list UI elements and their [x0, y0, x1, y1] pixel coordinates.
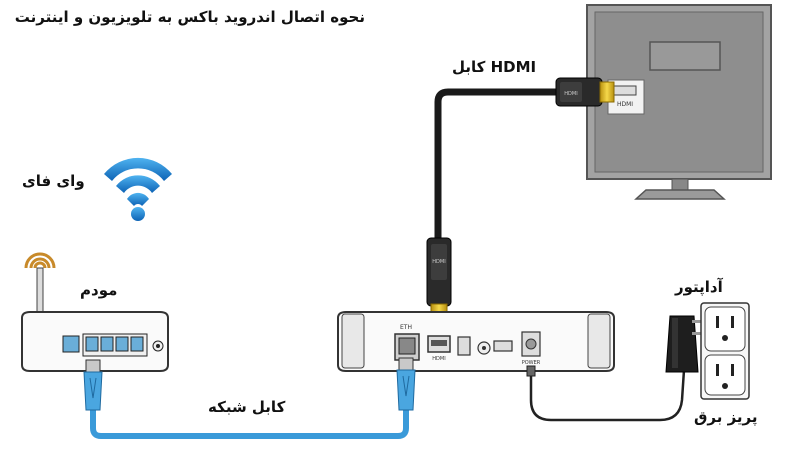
wall-outlet: [700, 302, 750, 400]
hdmi-cable-label: کابل HDMI: [452, 58, 537, 76]
wifi-label: وای فای: [22, 172, 85, 190]
network-cable-label: کابل شبکه: [208, 398, 286, 416]
network-cable: [83, 357, 416, 439]
hdmi-plug-tv: HDMI: [555, 77, 615, 107]
hdmi-plug-tv-text: HDMI: [564, 91, 577, 97]
modem-antenna-signal-icon: [24, 252, 56, 269]
android-box: ETH HDMI POWER: [337, 311, 615, 372]
power-outlet-label: پریز برق: [694, 408, 758, 426]
page-title: نحوه اتصال اندروید باکس به تلویزیون و ای…: [14, 8, 365, 26]
modem: [21, 252, 169, 372]
wifi-icon: [104, 157, 172, 221]
modem-label: مودم: [80, 281, 118, 299]
tv-monitor: HDMI: [586, 4, 772, 200]
box-eth-label: ETH: [400, 324, 412, 331]
adapter-label: آداپتور: [675, 278, 723, 296]
box-hdmi-label: HDMI: [432, 356, 445, 362]
hdmi-plug-box-text: HDMI: [432, 259, 445, 265]
hdmi-cable: [434, 88, 568, 245]
box-power-label: POWER: [522, 360, 541, 366]
power-adapter: [526, 315, 702, 422]
tv-port-label: HDMI: [617, 101, 633, 108]
